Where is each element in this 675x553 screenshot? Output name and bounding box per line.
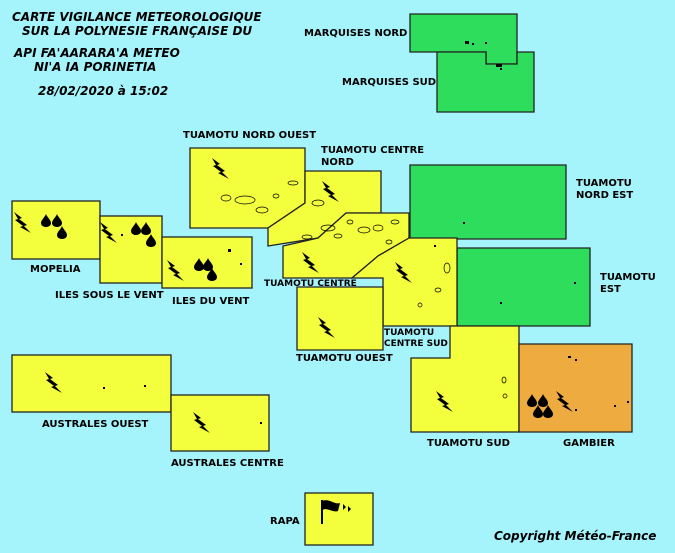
zone-mopelia[interactable] bbox=[11, 200, 101, 260]
label-tuamotu-ouest: TUAMOTU OUEST bbox=[296, 353, 393, 364]
label-iles-sous-le-vent: ILES SOUS LE VENT bbox=[55, 290, 164, 301]
zone-tuamotu-sud[interactable] bbox=[410, 325, 520, 433]
header-line-1: CARTE VIGILANCE METEOROLOGIQUE bbox=[12, 10, 262, 24]
label-tuamotu-sud: TUAMOTU SUD bbox=[427, 438, 510, 449]
header-date: 28/02/2020 à 15:02 bbox=[38, 84, 169, 98]
label-marquises-nord: MARQUISES NORD bbox=[304, 28, 408, 39]
zone-australes-ouest[interactable] bbox=[11, 354, 172, 413]
zone-australes-centre[interactable] bbox=[170, 394, 270, 452]
header-line-4: NI'A IA PORINETIA bbox=[34, 60, 157, 74]
zone-rapa[interactable] bbox=[304, 492, 374, 546]
label-tuamotu-centre-nord-1: TUAMOTU CENTRE bbox=[321, 145, 425, 156]
label-australes-ouest: AUSTRALES OUEST bbox=[42, 419, 149, 430]
label-australes-centre: AUSTRALES CENTRE bbox=[171, 458, 284, 469]
label-tuamotu-est-1: TUAMOTU bbox=[600, 272, 656, 283]
label-tuamotu-centre: TUAMOTU CENTRE bbox=[264, 279, 357, 289]
label-rapa: RAPA bbox=[270, 516, 300, 527]
header-line-3: API FA'AARARA'A METEO bbox=[14, 46, 180, 60]
zone-tuamotu-est[interactable] bbox=[456, 247, 591, 327]
zone-iles-sous-le-vent[interactable] bbox=[99, 215, 163, 284]
label-tuamotu-nord-ouest: TUAMOTU NORD OUEST bbox=[183, 130, 317, 141]
label-tuamotu-centre-nord-2: NORD bbox=[321, 157, 354, 168]
label-tuamotu-centre-sud-2: CENTRE SUD bbox=[384, 339, 448, 349]
label-iles-du-vent: ILES DU VENT bbox=[172, 296, 250, 307]
marquises-islands bbox=[465, 41, 502, 70]
zone-gambier[interactable] bbox=[518, 343, 633, 433]
wind-icon bbox=[321, 500, 351, 524]
label-tuamotu-centre-sud-1: TUAMOTU bbox=[384, 328, 435, 338]
label-mopelia: MOPELIA bbox=[30, 264, 81, 275]
copyright: Copyright Météo-France bbox=[494, 529, 657, 543]
label-marquises-sud: MARQUISES SUD bbox=[342, 77, 437, 88]
label-tuamotu-est-2: EST bbox=[600, 284, 621, 295]
header-line-2: SUR LA POLYNESIE FRANÇAISE DU bbox=[22, 24, 253, 38]
zone-tuamotu-nord-est[interactable] bbox=[409, 164, 567, 240]
zone-marquises-sud[interactable] bbox=[436, 51, 535, 113]
tuamotu-atolls bbox=[103, 180, 629, 424]
label-tuamotu-nord-est-2: NORD EST bbox=[576, 190, 634, 201]
label-gambier: GAMBIER bbox=[563, 438, 615, 449]
zone-tuamotu-ouest[interactable] bbox=[296, 286, 384, 351]
label-tuamotu-nord-est-1: TUAMOTU bbox=[576, 178, 632, 189]
